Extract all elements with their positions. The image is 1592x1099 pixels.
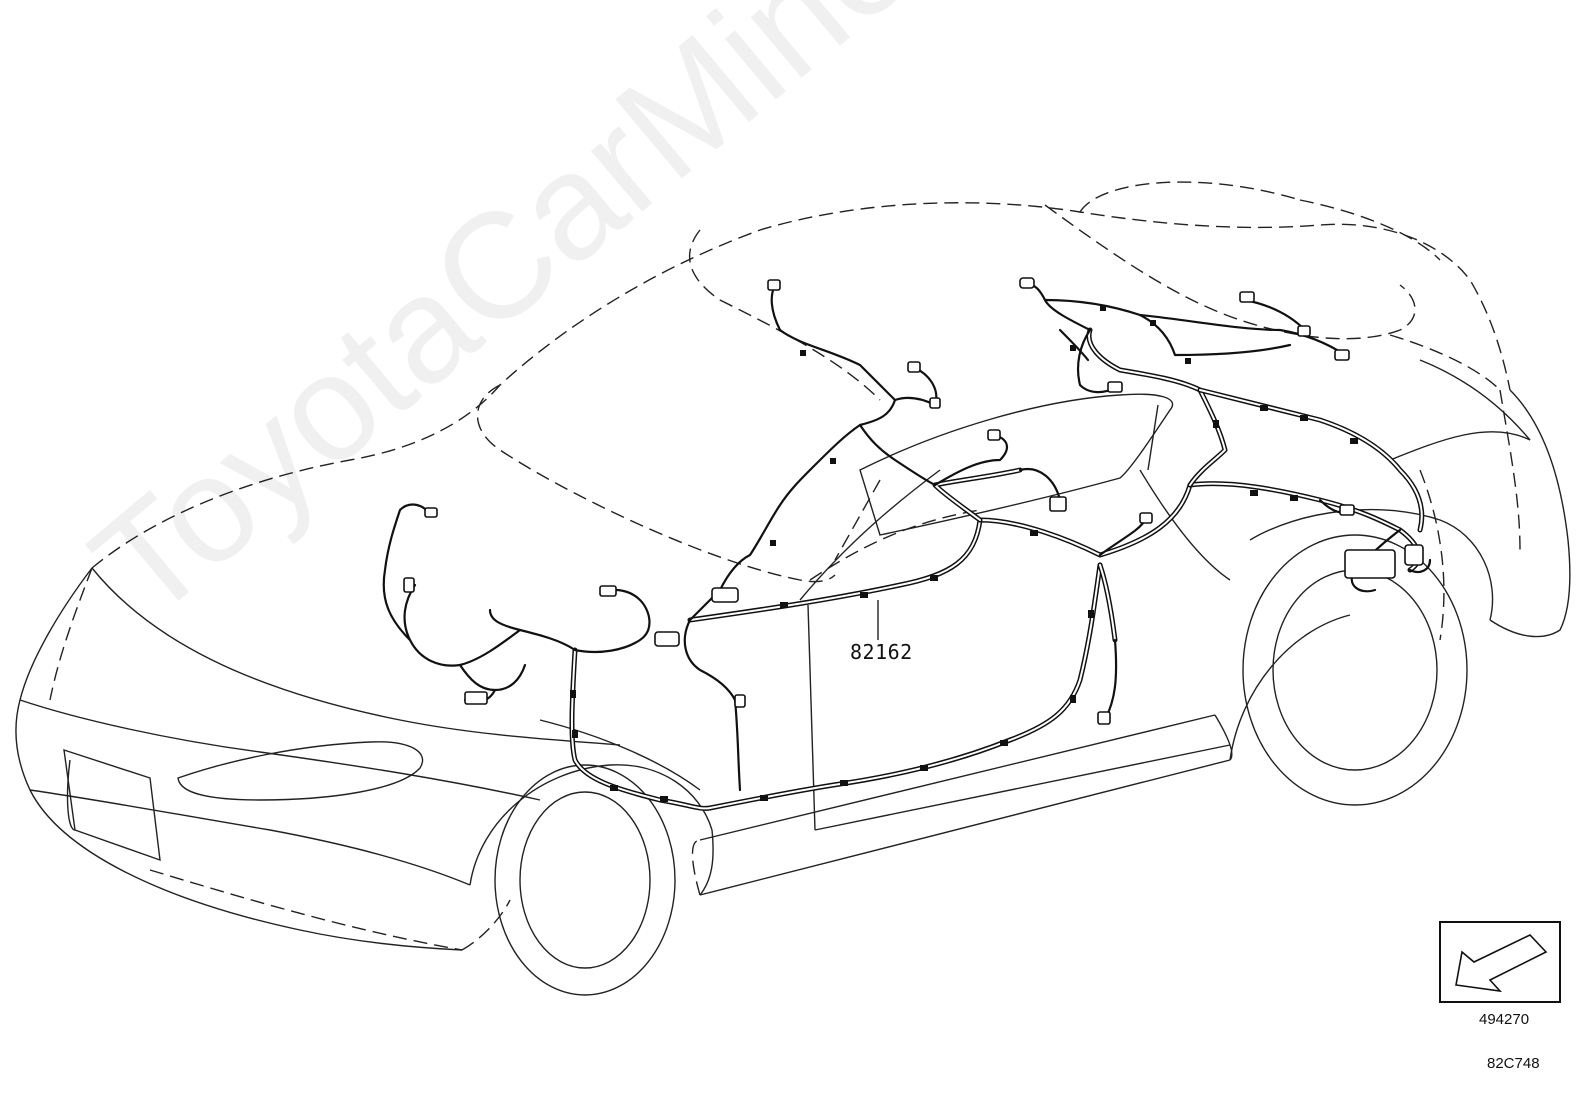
diagram-code: 82C748	[1487, 1055, 1540, 1072]
main-harness	[569, 327, 1425, 811]
view-direction-arrow-icon	[1455, 934, 1548, 993]
cabin-outline-dashed	[49, 181, 1521, 951]
connectors	[403, 277, 1424, 725]
part-number-label: 82162	[850, 640, 913, 664]
branch-wires	[382, 283, 1432, 792]
reference-code: 494270	[1479, 1011, 1530, 1028]
car-body-outline	[15, 359, 1571, 996]
harness-clips	[570, 305, 1358, 802]
view-direction-box	[1439, 921, 1561, 1003]
